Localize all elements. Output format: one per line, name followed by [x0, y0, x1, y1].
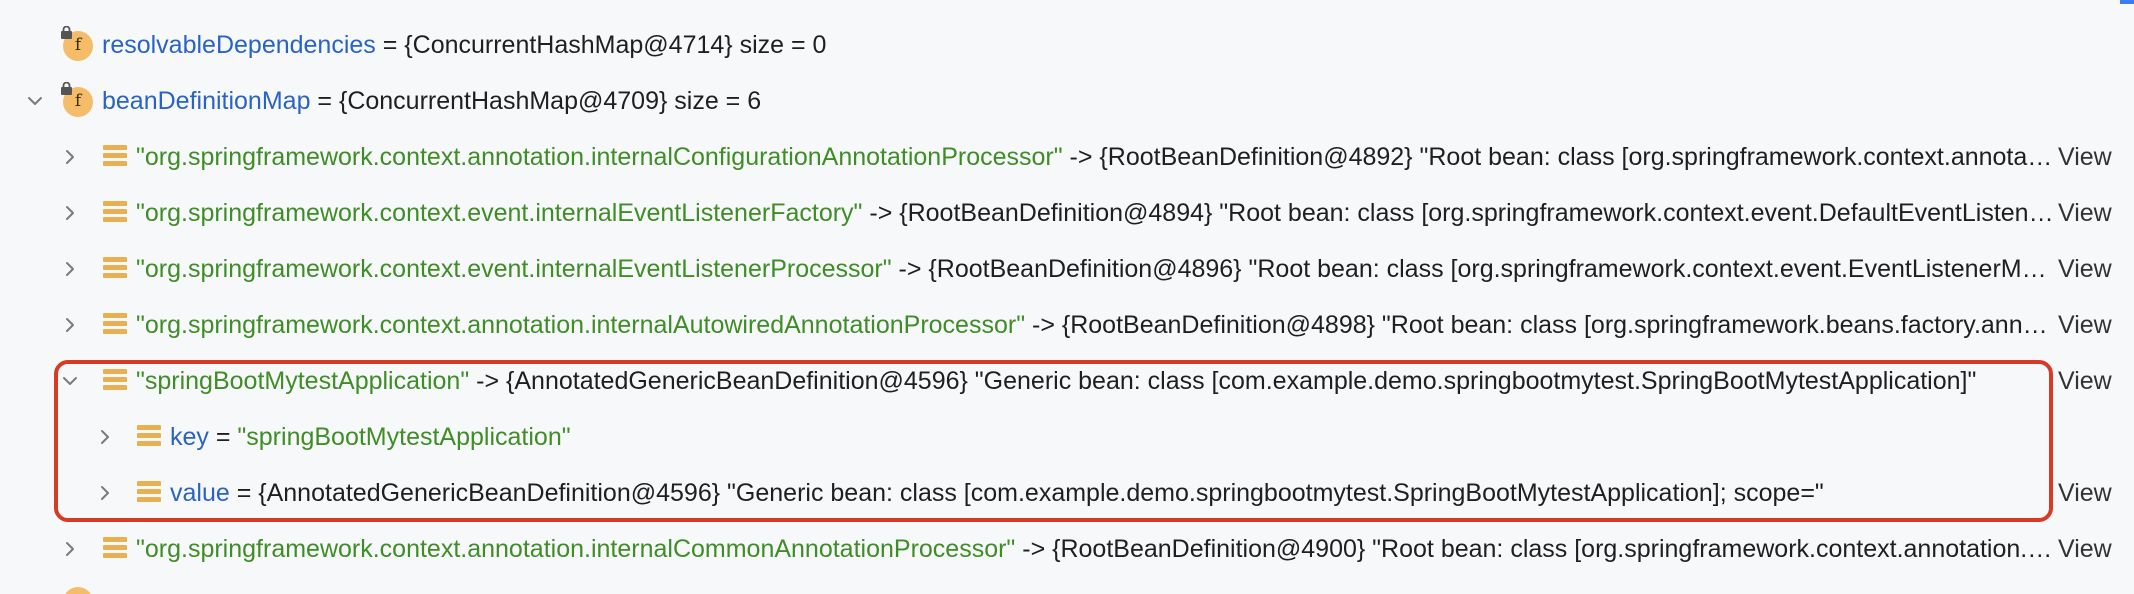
tree-row-map-entry[interactable]: "org.springframework.context.annotation.…: [0, 521, 2134, 577]
view-link[interactable]: View: [2058, 479, 2112, 507]
tree-row-map-entry-expanded[interactable]: "springBootMytestApplication" -> {Annota…: [0, 353, 2134, 409]
field-name: resolvableDependencies: [102, 31, 376, 59]
field-name: beanDefinitionMap: [102, 87, 311, 115]
tree-row-partial: [0, 577, 2134, 594]
entry-value: -> {RootBeanDefinition@4898} "Root bean:…: [1032, 311, 2054, 339]
entry-value: -> {RootBeanDefinition@4896} "Root bean:…: [898, 255, 2054, 283]
scrollbar-indicator: [2120, 0, 2134, 4]
field-value: = {AnnotatedGenericBeanDefinition@4596} …: [229, 479, 1824, 507]
field-f-icon: [63, 587, 93, 594]
tree-row-map-entry[interactable]: "org.springframework.context.annotation.…: [0, 297, 2134, 353]
tree-row-text: "org.springframework.context.event.inter…: [136, 241, 2054, 297]
entry-key: "springBootMytestApplication": [136, 367, 470, 395]
field-f-icon: f: [61, 82, 93, 117]
chevron-down-icon[interactable]: [25, 91, 45, 111]
entry-key: "org.springframework.context.annotation.…: [136, 143, 1063, 171]
map-entry-icon: [103, 537, 127, 561]
entry-key: "org.springframework.context.event.inter…: [136, 199, 863, 227]
view-link[interactable]: View: [2058, 367, 2112, 395]
tree-row-map-entry[interactable]: "org.springframework.context.annotation.…: [0, 129, 2134, 185]
tree-row-resolvable-dependencies[interactable]: f resolvableDependencies = {ConcurrentHa…: [0, 17, 2134, 73]
field-name: key: [170, 423, 209, 451]
view-link[interactable]: View: [2058, 255, 2112, 283]
view-link[interactable]: View: [2058, 143, 2112, 171]
entry-value: -> {RootBeanDefinition@4892} "Root bean:…: [1069, 143, 2054, 171]
tree-row-bean-definition-map[interactable]: f beanDefinitionMap = {ConcurrentHashMap…: [0, 73, 2134, 129]
tree-row-text: key = "springBootMytestApplication": [170, 409, 2054, 465]
tree-row-map-entry[interactable]: "org.springframework.context.event.inter…: [0, 185, 2134, 241]
map-entry-icon: [137, 425, 161, 449]
chevron-right-icon[interactable]: [95, 427, 115, 447]
tree-row-text: value = {AnnotatedGenericBeanDefinition@…: [170, 465, 2054, 521]
map-entry-icon: [103, 369, 127, 393]
view-link[interactable]: View: [2058, 311, 2112, 339]
chevron-right-icon[interactable]: [60, 539, 80, 559]
field-name: value: [170, 479, 230, 507]
entry-key: "org.springframework.context.annotation.…: [136, 535, 1016, 563]
chevron-right-icon[interactable]: [60, 259, 80, 279]
map-entry-icon: [103, 257, 127, 281]
tree-row-text: "org.springframework.context.annotation.…: [136, 129, 2054, 185]
field-value: "springBootMytestApplication": [237, 423, 571, 451]
lock-icon: [61, 26, 72, 39]
tree-row-text: "org.springframework.context.annotation.…: [136, 297, 2054, 353]
view-link[interactable]: View: [2058, 199, 2112, 227]
entry-key: "org.springframework.context.event.inter…: [136, 255, 892, 283]
field-f-icon: f: [61, 26, 93, 61]
chevron-right-icon[interactable]: [60, 147, 80, 167]
lock-icon: [61, 82, 72, 95]
field-value: = {ConcurrentHashMap@4709} size = 6: [310, 87, 762, 115]
view-link[interactable]: View: [2058, 535, 2112, 563]
chevron-down-icon[interactable]: [60, 371, 80, 391]
tree-row-text: beanDefinitionMap = {ConcurrentHashMap@4…: [102, 73, 2054, 129]
chevron-right-icon[interactable]: [95, 483, 115, 503]
tree-row-text: "org.springframework.context.event.inter…: [136, 185, 2054, 241]
tree-row-text: "springBootMytestApplication" -> {Annota…: [136, 353, 2054, 409]
tree-row-entry-value[interactable]: value = {AnnotatedGenericBeanDefinition@…: [0, 465, 2134, 521]
equals-sign: =: [208, 423, 238, 451]
entry-value: -> {RootBeanDefinition@4900} "Root bean:…: [1022, 535, 2054, 563]
tree-row-text: resolvableDependencies = {ConcurrentHash…: [102, 17, 2054, 73]
entry-key: "org.springframework.context.annotation.…: [136, 311, 1026, 339]
map-entry-icon: [103, 313, 127, 337]
chevron-right-icon[interactable]: [60, 315, 80, 335]
field-value: = {ConcurrentHashMap@4714} size = 0: [375, 31, 827, 59]
tree-row-text: "org.springframework.context.annotation.…: [136, 521, 2054, 577]
tree-row-map-entry[interactable]: "org.springframework.context.event.inter…: [0, 241, 2134, 297]
map-entry-icon: [137, 481, 161, 505]
map-entry-icon: [103, 145, 127, 169]
map-entry-icon: [103, 201, 127, 225]
entry-value: -> {AnnotatedGenericBeanDefinition@4596}…: [469, 367, 1977, 395]
tree-row-entry-key[interactable]: key = "springBootMytestApplication": [0, 409, 2134, 465]
chevron-right-icon[interactable]: [60, 203, 80, 223]
entry-value: -> {RootBeanDefinition@4894} "Root bean:…: [862, 199, 2054, 227]
